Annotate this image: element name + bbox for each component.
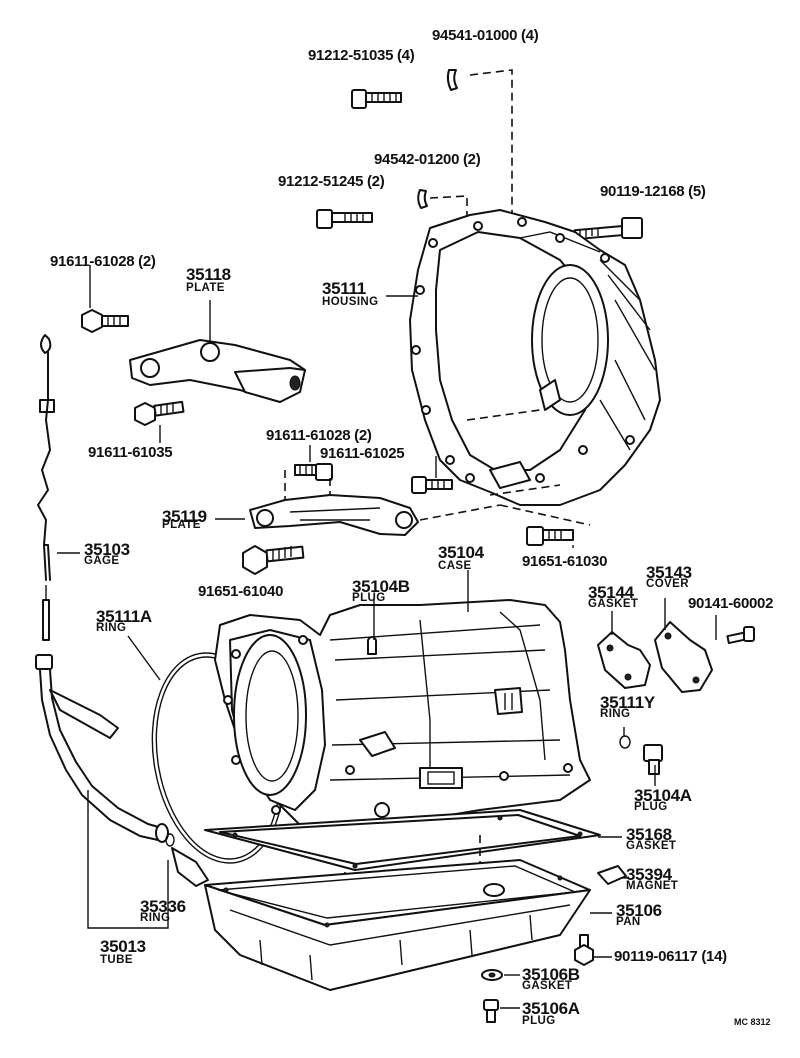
label-35111y: 35111Y	[600, 693, 655, 712]
plug-35106a	[483, 999, 499, 1023]
pan-35106	[204, 859, 591, 991]
gasket-35106b	[481, 969, 503, 981]
label-35106a: 35106A	[522, 999, 580, 1018]
leader-lines	[45, 265, 717, 1009]
label-35106: 35106	[616, 901, 662, 920]
label-90119-12168: 90119-12168 (5)	[600, 183, 706, 200]
diagram-code: MC 8312	[734, 1017, 771, 1027]
caption-35336: RING	[140, 912, 171, 924]
bolt-91651-61030	[526, 526, 574, 546]
label-91651-61030: 91651-61030	[522, 553, 608, 570]
bolt-91611-61025	[411, 476, 453, 494]
caption-35119: PLATE	[162, 519, 201, 531]
label-35106b: 35106B	[522, 965, 580, 984]
bolt-91651-61040	[242, 545, 305, 575]
label-90119-06117: 90119-06117 (14)	[614, 948, 727, 965]
label-91611-61028-upper: 91611-61028 (2)	[50, 253, 156, 270]
bolt-91212-51035	[351, 89, 402, 109]
label-35118: 35118	[186, 265, 231, 284]
label-91651-61040: 91651-61040	[198, 583, 284, 600]
tube-35013	[35, 654, 169, 843]
label-35104: 35104	[438, 543, 484, 562]
bolt-91611-61035	[134, 400, 185, 426]
gasket-35144	[597, 631, 651, 689]
caption-35143: COVER	[646, 578, 689, 590]
housing-35111	[409, 209, 661, 506]
bolt-90141-60002	[726, 626, 755, 645]
ring-35336	[165, 833, 209, 887]
label-35168: 35168	[626, 825, 672, 844]
label-94542-01200: 94542-01200 (2)	[374, 151, 481, 168]
caption-35144: GASKET	[588, 598, 639, 610]
caption-35118: PLATE	[186, 282, 225, 294]
bolt-91611-61028-lower	[294, 463, 333, 481]
caption-35394: MAGNET	[626, 880, 679, 892]
label-35394: 35394	[626, 865, 672, 884]
caption-35168: GASKET	[626, 840, 677, 852]
case-35104	[214, 599, 591, 836]
label-91611-61025: 91611-61025	[320, 445, 405, 462]
label-35143: 35143	[646, 563, 692, 582]
plate-35119	[249, 494, 419, 536]
cover-35143	[654, 621, 713, 693]
caption-35104a: PLUG	[634, 801, 668, 813]
label-91212-51035: 91212-51035 (4)	[308, 47, 415, 64]
caption-35104: CASE	[438, 560, 472, 572]
label-35111a: 35111A	[96, 607, 152, 626]
caption-35106: PAN	[616, 916, 641, 928]
label-35104a: 35104A	[634, 786, 692, 805]
caption-35013: TUBE	[100, 954, 133, 966]
label-91611-61028-lower: 91611-61028 (2)	[266, 427, 372, 444]
label-35144: 35144	[588, 583, 634, 602]
caption-35111a: RING	[96, 622, 127, 634]
caption-35104b: PLUG	[352, 592, 386, 604]
label-35104b: 35104B	[352, 577, 410, 596]
gasket-35168	[204, 809, 601, 871]
bolt-90119-12168	[573, 217, 643, 241]
label-35013: 35013	[100, 937, 146, 956]
clip-94541	[446, 69, 458, 91]
label-91611-61035: 91611-61035	[88, 444, 173, 461]
label-35119: 35119	[162, 507, 207, 526]
caption-35103: GAGE	[84, 555, 120, 567]
gage-35103	[37, 334, 55, 641]
label-91212-51245: 91212-51245 (2)	[278, 173, 385, 190]
caption-35106b: GASKET	[522, 980, 573, 992]
bolt-91611-61028-upper	[81, 309, 129, 333]
bolt-91212-51245	[316, 209, 373, 229]
bolt-90119-06117	[574, 934, 594, 966]
label-35336: 35336	[140, 897, 186, 916]
label-35111: 35111	[322, 279, 366, 298]
magnet-35394	[597, 865, 627, 885]
label-90141-60002: 90141-60002	[688, 595, 774, 612]
caption-35111: HOUSING	[322, 296, 379, 308]
ring-35111y	[619, 735, 631, 749]
caption-35106a: PLUG	[522, 1015, 556, 1027]
label-35103: 35103	[84, 540, 130, 559]
label-94541-01000: 94541-01000 (4)	[432, 27, 539, 44]
caption-35111y: RING	[600, 708, 631, 720]
plate-35118	[129, 339, 306, 403]
plug-35104a	[643, 744, 663, 775]
clip-94542	[417, 189, 428, 209]
